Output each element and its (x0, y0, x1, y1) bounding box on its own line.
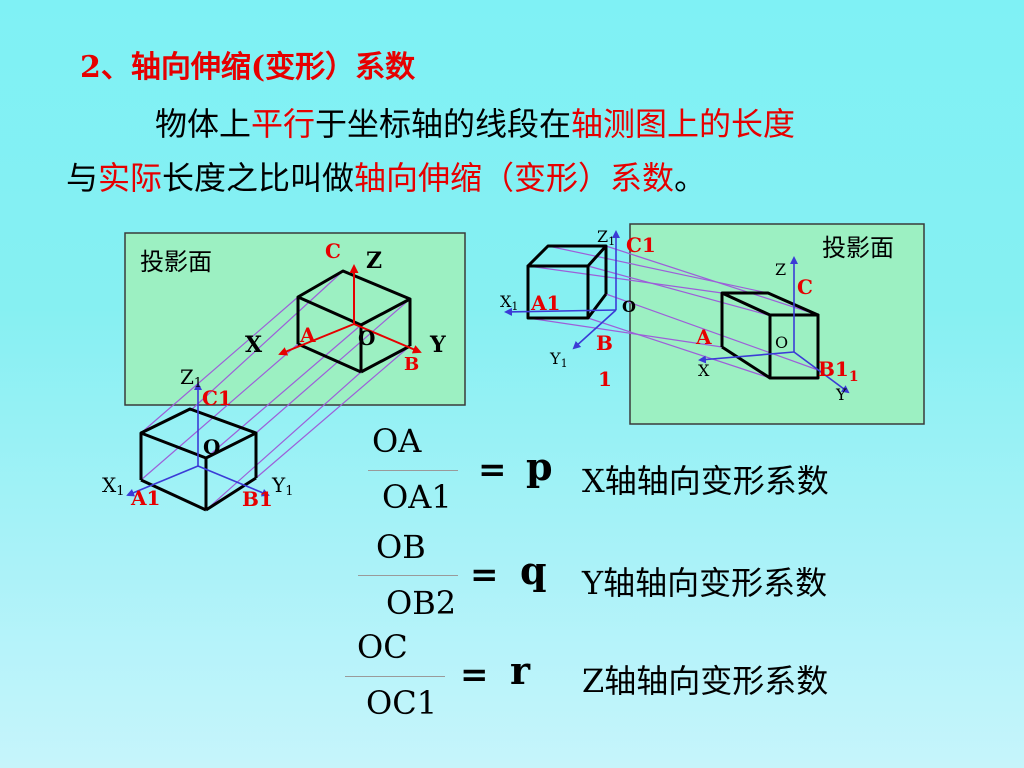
formula-description: X轴轴向变形系数 (582, 462, 829, 500)
original-axes (504, 230, 620, 350)
label-o1: O (203, 435, 220, 459)
projection-lines (527, 245, 819, 379)
label-b1: B1 (242, 487, 273, 511)
label-x: X (245, 332, 263, 358)
label-a: A (299, 323, 316, 347)
label-c1: C1 (202, 386, 232, 410)
projection-plane-label: 投影面 (822, 234, 894, 262)
label-o1: O (622, 297, 636, 316)
projection-lines (140, 270, 411, 511)
label-z1: Z1 (597, 227, 615, 248)
slide-title: 2、轴向伸缩(变形）系数 (80, 50, 416, 85)
projected-axes (698, 256, 850, 394)
label-a1: A1 (130, 486, 160, 510)
label-o: O (358, 326, 375, 350)
definition-text: 物体上 (155, 105, 252, 143)
label-a: A (695, 325, 712, 349)
projected-cube (296, 269, 412, 374)
original-axes (126, 382, 270, 497)
formula-coefficient: r (510, 648, 531, 693)
formula-description: Y轴轴向变形系数 (582, 564, 828, 602)
label-b1-bottom: 1 (598, 367, 612, 391)
formula-description: Z轴轴向变形系数 (582, 662, 829, 700)
label-c: C (797, 275, 813, 299)
formula-denominator: OA1 (382, 478, 452, 516)
definition-highlight: 实际 (98, 159, 163, 197)
label-z: Z (366, 248, 382, 274)
equals-sign: = (470, 555, 499, 595)
formula-denominator: OB2 (386, 584, 457, 622)
formula-numerator: OA (372, 422, 422, 460)
original-cube (526, 244, 608, 320)
fraction-bar (358, 575, 458, 576)
label-y1: Y1 (271, 473, 293, 499)
fraction-bar (368, 470, 458, 471)
label-y: Y (835, 385, 847, 404)
definition-line-1: 物体上平行于坐标轴的线段在轴测图上的长度 (155, 104, 795, 144)
definition-line-2: 与实际长度之比叫做轴向伸缩（变形）系数。 (66, 158, 706, 198)
label-o: O (775, 333, 788, 352)
equals-sign: = (478, 450, 507, 490)
fraction-bar (345, 676, 445, 677)
label-z: Z (775, 260, 786, 279)
definition-highlight: 轴测图上的长度 (571, 105, 796, 143)
definition-text: 。 (674, 159, 707, 197)
equals-sign: = (460, 655, 489, 695)
label-c1: C1 (626, 233, 656, 257)
label-y: Y (429, 332, 446, 358)
formula-numerator: OB (376, 528, 426, 566)
label-x: X (698, 361, 710, 380)
label-y1: Y1 (549, 349, 568, 370)
label-b1: B11 (818, 357, 859, 385)
projection-plane-label: 投影面 (140, 248, 212, 276)
label-b1-top: B (596, 331, 613, 355)
definition-highlight: 平行 (251, 105, 316, 143)
formula-coefficient: q (520, 548, 547, 593)
label-x1: X1 (102, 473, 125, 499)
projection-plane (124, 232, 466, 406)
definition-text: 于坐标轴的线段在 (315, 105, 572, 143)
label-c: C (325, 239, 341, 263)
right-diagram: 投影面 Z1 C1 X1 A1 O Y1 B 1 (500, 223, 925, 425)
definition-text: 长度之比叫做 (162, 159, 355, 197)
definition-text: 与 (66, 159, 99, 197)
label-b: B (404, 354, 419, 375)
formula-denominator: OC1 (366, 684, 438, 722)
projected-axes (278, 264, 422, 356)
projection-plane (629, 223, 925, 425)
label-a1: A1 (530, 291, 560, 315)
formula-numerator: OC (357, 628, 408, 666)
label-z1: Z1 (180, 365, 202, 391)
formula-coefficient: p (526, 444, 553, 489)
definition-highlight: 轴向伸缩（变形）系数 (354, 159, 675, 197)
label-x1: X1 (500, 292, 518, 313)
left-diagram: 投影面 C Z X A O Y (102, 232, 466, 512)
